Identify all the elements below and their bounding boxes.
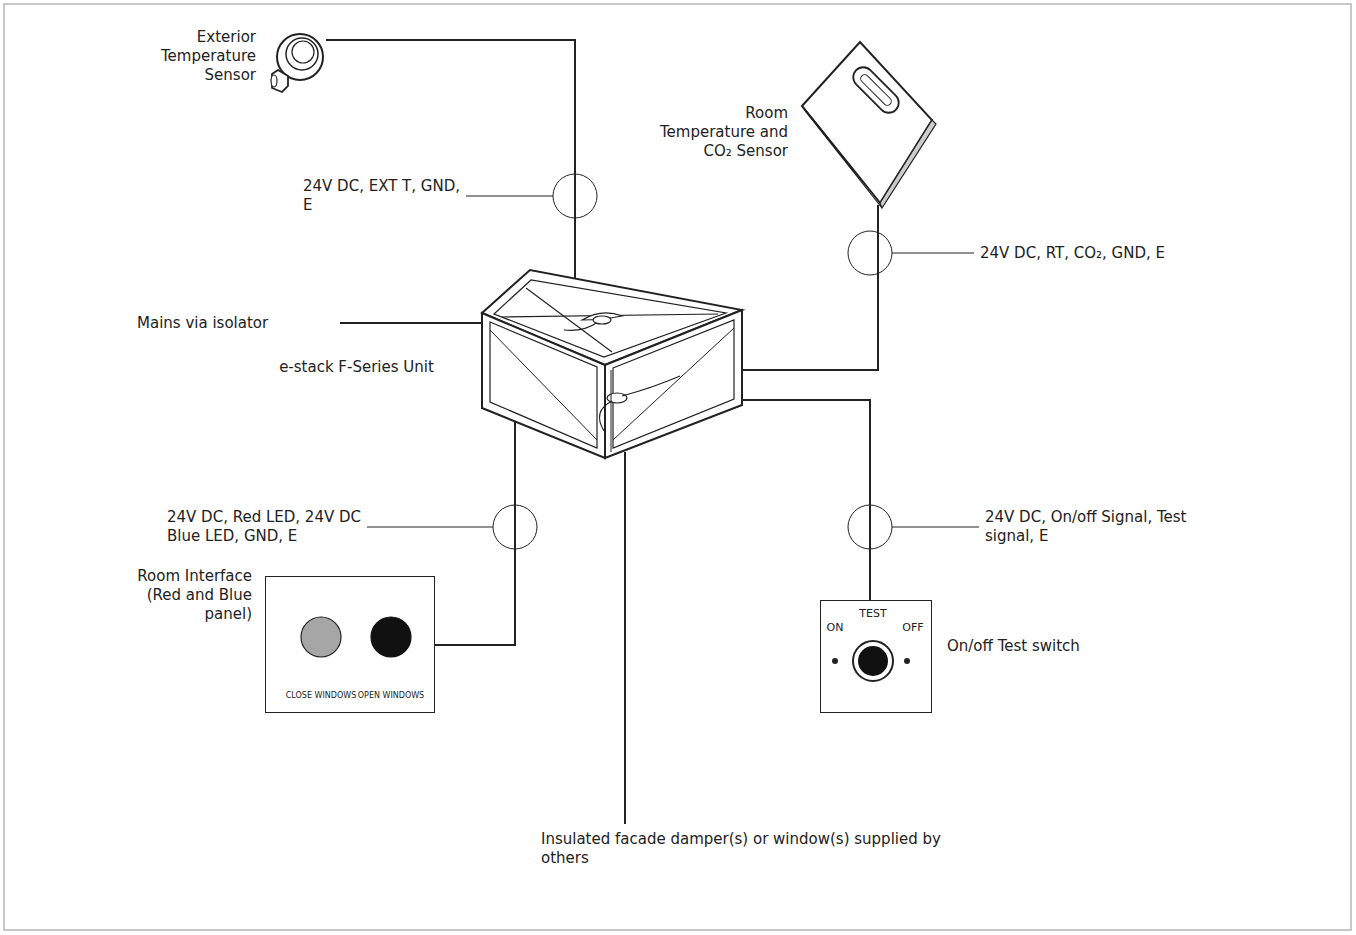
cable-signal-label: 24V DC, RT, CO₂, GND, E <box>980 244 1280 263</box>
page-frame <box>4 4 1351 930</box>
cable-callout-circle <box>493 505 537 549</box>
switch-name: On/off Test switch <box>947 637 1147 656</box>
exterior-sensor: Exterior Temperature Sensor <box>268 30 328 96</box>
note-label: Insulated facade damper(s) or window(s) … <box>541 830 961 868</box>
cable-callout-circle <box>848 505 892 549</box>
switch-marking: ON <box>821 621 849 635</box>
note-label: Mains via isolator <box>137 314 337 333</box>
sensor-name: Exterior Temperature Sensor <box>126 28 256 85</box>
estack-unit-icon <box>482 270 744 460</box>
button-caption: CLOSE WINDOWS <box>274 690 368 701</box>
cable-callout-circle <box>848 231 892 275</box>
sensor-name: Room Temperature and CO₂ Sensor <box>648 104 788 161</box>
cable-signal-label: 24V DC, On/off Signal, Test signal, E <box>985 508 1225 546</box>
leader-line <box>892 527 979 528</box>
damper-wire <box>624 452 626 824</box>
leader-line <box>367 527 493 528</box>
room-sensor-icon <box>800 40 938 210</box>
switch-marking: OFF <box>895 621 931 635</box>
cable-connector <box>742 205 878 370</box>
room-interface-panel: Room Interface (Red and Blue panel)CLOSE… <box>265 576 435 713</box>
leader-line <box>466 196 553 197</box>
unit-name: e-stack F-Series Unit <box>254 358 459 377</box>
mains-wire <box>340 322 484 324</box>
leader-line <box>892 253 974 254</box>
room-sensor: Room Temperature and CO₂ Sensor <box>800 40 938 210</box>
exterior-sensor-icon <box>268 30 328 96</box>
test-switch: On/off Test switchTESTONOFF <box>820 600 932 713</box>
switch-marking: TEST <box>847 607 899 621</box>
cable-signal-label: 24V DC, EXT T, GND, E <box>303 177 471 215</box>
cable-connector <box>326 40 575 279</box>
cable-connector <box>742 400 870 600</box>
cable-signal-label: 24V DC, Red LED, 24V DC Blue LED, GND, E <box>167 508 397 546</box>
button-caption: OPEN WINDOWS <box>344 690 438 701</box>
interface-name: Room Interface (Red and Blue panel) <box>110 567 252 624</box>
estack-unit: e-stack F-Series Unit <box>482 270 744 460</box>
cable-callout-circle <box>553 174 597 218</box>
cable-connector <box>435 421 515 645</box>
